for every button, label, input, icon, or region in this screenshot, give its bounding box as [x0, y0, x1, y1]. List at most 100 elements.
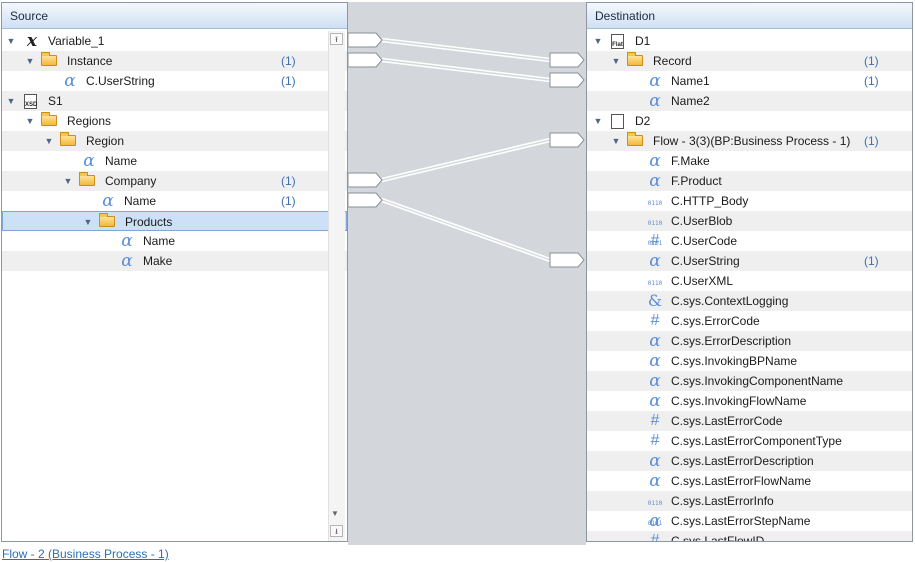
source-tree-row[interactable]: α Name — [2, 151, 347, 171]
tree-item-label: C.sys.InvokingBPName — [671, 354, 798, 368]
source-port-handle[interactable] — [347, 192, 383, 208]
destination-tree-row[interactable]: #C.sys.LastErrorCode — [587, 411, 912, 431]
alpha-icon: α — [649, 171, 661, 191]
expand-arrow-icon[interactable]: ▼ — [63, 176, 73, 186]
tree-item-label: C.UserString — [86, 74, 155, 88]
source-port-handle[interactable] — [347, 172, 383, 188]
tree-item-label: Company — [105, 174, 157, 188]
expand-arrow-icon[interactable]: ▼ — [611, 56, 621, 66]
source-port-handle[interactable] — [347, 52, 383, 68]
mapping-line[interactable] — [381, 57, 551, 80]
expand-arrow-icon[interactable]: ▼ — [44, 136, 54, 146]
expand-arrow-icon[interactable]: ▼ — [611, 136, 621, 146]
flat-document-icon: Flat — [611, 34, 624, 49]
source-tree-row[interactable]: ▼Company(1) — [2, 171, 347, 191]
destination-tree-row[interactable]: #C.sys.ErrorCode — [587, 311, 912, 331]
destination-tree-row[interactable]: ▼Flow - 3(3)(BP:Business Process - 1)(1) — [587, 131, 912, 151]
destination-port-handle[interactable] — [549, 132, 585, 148]
scroll-top-button[interactable]: ⭱ — [330, 33, 343, 45]
mapping-count: (1) — [864, 74, 879, 88]
source-tree-row[interactable]: ▼Instance(1) — [2, 51, 347, 71]
destination-tree-row[interactable]: α F.Product — [587, 171, 912, 191]
tree-item-label: Name — [105, 154, 138, 168]
scroll-bottom-button[interactable]: ⭳ — [330, 525, 343, 537]
ampersand-icon: & — [647, 291, 663, 310]
mapping-line[interactable] — [381, 200, 551, 263]
scroll-down-arrow-icon[interactable]: ▼ — [331, 509, 339, 518]
tree-item-label: C.UserXML — [671, 274, 734, 288]
alpha-icon: α — [83, 151, 95, 171]
mapping-line[interactable] — [381, 60, 551, 83]
tree-item-label: Name2 — [671, 94, 710, 108]
variable-icon: x — [26, 31, 38, 51]
destination-tree-row[interactable]: ▼Record(1) — [587, 51, 912, 71]
expand-arrow-icon[interactable]: ▼ — [83, 217, 93, 227]
tree-item-label: C.sys.ContextLogging — [671, 294, 789, 308]
expand-arrow-icon[interactable]: ▼ — [6, 96, 16, 106]
tree-item-label: F.Product — [671, 174, 722, 188]
mapping-line[interactable] — [381, 137, 551, 180]
alpha-icon: α — [121, 231, 133, 251]
source-tree-row[interactable]: ▼Region — [2, 131, 347, 151]
expand-arrow-icon[interactable]: ▼ — [593, 36, 603, 46]
destination-port-handle[interactable] — [549, 72, 585, 88]
destination-tree-row[interactable]: ▼D2 — [587, 111, 912, 131]
source-tree-row[interactable]: ▼Regions — [2, 111, 347, 131]
hash-icon: # — [650, 312, 660, 329]
destination-tree-row[interactable]: #C.sys.LastErrorComponentType — [587, 431, 912, 451]
source-scrollbar[interactable]: ⭱ ▼ ⭳ — [328, 31, 345, 541]
destination-port-handle[interactable] — [549, 52, 585, 68]
mapping-line[interactable] — [381, 197, 551, 260]
alpha-icon: α — [649, 151, 661, 171]
destination-tree-row[interactable]: &C.sys.ContextLogging — [587, 291, 912, 311]
alpha-icon: α — [649, 71, 661, 91]
tree-item-label: C.sys.LastErrorComponentType — [671, 434, 842, 448]
tree-item-label: Name — [124, 194, 157, 208]
expand-arrow-icon[interactable]: ▼ — [6, 36, 16, 46]
mapping-line[interactable] — [381, 40, 551, 63]
destination-tree-row[interactable]: #C.UserCode — [587, 231, 912, 251]
tree-item-label: Name — [143, 234, 176, 248]
folder-open-icon — [41, 112, 57, 126]
source-tree-row[interactable]: ▼Products — [2, 211, 347, 231]
source-tree-row[interactable]: α Name — [2, 231, 347, 251]
tree-item-label: C.UserBlob — [671, 214, 733, 228]
destination-tree-row[interactable]: #C.sys.LastFlowID — [587, 531, 912, 542]
expand-arrow-icon[interactable]: ▼ — [25, 116, 35, 126]
mapping-line[interactable] — [381, 37, 551, 60]
tree-item-label: C.sys.LastFlowID — [671, 534, 765, 542]
expand-arrow-icon[interactable]: ▼ — [25, 56, 35, 66]
status-flow-link[interactable]: Flow - 2 (Business Process - 1) — [0, 546, 915, 562]
expand-arrow-icon[interactable]: ▼ — [593, 116, 603, 126]
folder-open-icon — [627, 52, 643, 66]
mapping-line[interactable] — [381, 140, 551, 183]
source-port-handle[interactable] — [347, 32, 383, 48]
destination-port-handle[interactable] — [549, 252, 585, 268]
hash-icon: # — [650, 412, 660, 429]
